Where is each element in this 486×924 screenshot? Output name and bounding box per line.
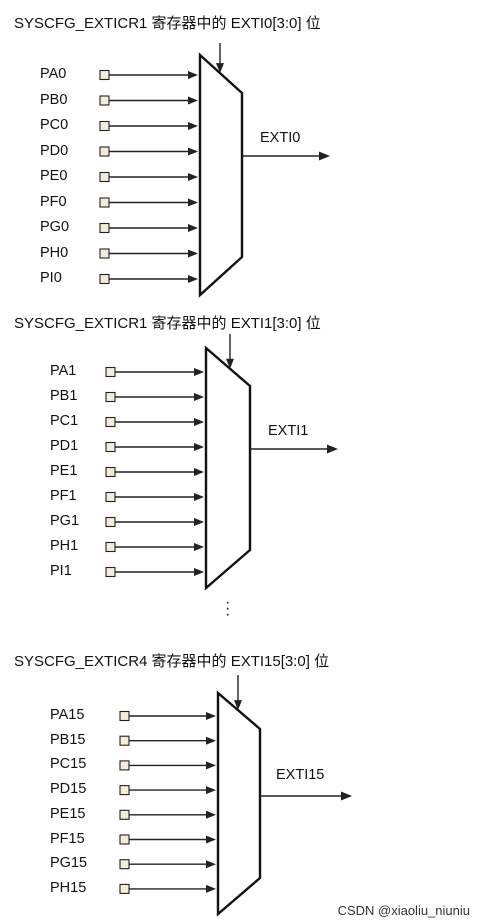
pin-square <box>99 171 110 183</box>
input-pin-label: PG15 <box>50 855 88 872</box>
pin-square <box>119 834 130 845</box>
input-arrowhead <box>194 468 204 476</box>
input-pin-label: PF15 <box>50 830 85 847</box>
pin-square <box>105 516 116 528</box>
pin-square <box>99 69 110 81</box>
input-pin-label: PA0 <box>40 66 67 82</box>
pin-square <box>119 735 130 746</box>
input-pin-label: PE0 <box>40 168 68 184</box>
block-2-output-label: EXTI1 <box>268 423 309 439</box>
input-arrowhead <box>206 786 216 795</box>
pin-square <box>105 566 116 578</box>
input-arrowhead <box>188 173 198 181</box>
input-arrowhead <box>194 368 204 376</box>
block-1-title: SYSCFG_EXTICR1 寄存器中的 EXTI0[3:0] 位 <box>14 15 321 32</box>
input-arrowhead <box>194 543 204 551</box>
input-arrowhead <box>206 712 216 720</box>
input-arrowhead <box>194 568 204 576</box>
output-arrowhead <box>327 444 338 454</box>
input-pin-label: PB0 <box>40 91 68 108</box>
input-arrowhead <box>188 96 198 105</box>
pin-square <box>105 416 116 428</box>
pin-square <box>99 95 110 106</box>
input-arrowhead <box>194 393 204 401</box>
pin-square <box>99 222 110 234</box>
select-arrowhead <box>226 358 234 369</box>
input-arrowhead <box>206 860 216 869</box>
pin-square <box>119 809 130 820</box>
pin-square <box>99 197 110 208</box>
pin-square <box>99 273 110 285</box>
input-arrowhead <box>188 198 198 207</box>
input-arrowhead <box>194 518 204 526</box>
input-pin-label: PB1 <box>50 388 78 404</box>
block-3-title: SYSCFG_EXTICR4 寄存器中的 EXTI15[3:0] 位 <box>14 653 330 670</box>
vertical-ellipsis: ··· <box>225 594 231 623</box>
input-pin-label: PH0 <box>40 244 69 261</box>
multiplexer <box>198 52 244 298</box>
input-arrowhead <box>188 122 198 130</box>
input-arrowhead <box>188 71 198 79</box>
input-pin-label: PF0 <box>40 193 67 210</box>
pin-square <box>99 146 110 157</box>
pin-square <box>119 859 130 870</box>
input-pin-label: PA15 <box>50 707 85 723</box>
select-arrowhead <box>234 700 242 711</box>
pin-square <box>119 760 130 771</box>
input-arrowhead <box>206 884 216 893</box>
pin-square <box>105 466 116 478</box>
pin-square <box>105 366 116 378</box>
pin-square <box>119 785 130 796</box>
select-arrowhead <box>216 63 224 74</box>
pin-square <box>105 441 116 453</box>
multiplexer <box>216 690 262 917</box>
input-arrowhead <box>194 418 204 426</box>
input-arrowhead <box>194 443 204 451</box>
pin-square <box>105 491 116 503</box>
output-arrowhead <box>341 791 352 801</box>
input-pin-label: PD0 <box>40 142 69 159</box>
input-pin-label: PA1 <box>50 363 77 379</box>
input-arrowhead <box>206 810 216 819</box>
input-pin-label: PG1 <box>50 513 80 529</box>
multiplexer <box>204 345 252 591</box>
input-pin-label: PF1 <box>50 488 77 504</box>
input-pin-label: PI1 <box>50 563 72 579</box>
input-arrowhead <box>206 835 216 844</box>
pin-square <box>99 248 110 259</box>
input-pin-label: PE15 <box>50 805 86 822</box>
input-pin-label: PC0 <box>40 117 69 133</box>
input-pin-label: PH15 <box>50 879 87 896</box>
pin-square <box>119 710 130 722</box>
input-pin-label: PE1 <box>50 463 78 479</box>
input-pin-label: PB15 <box>50 731 86 748</box>
pin-square <box>105 391 116 403</box>
pin-square <box>119 883 130 894</box>
input-pin-label: PC15 <box>50 756 87 773</box>
input-pin-label: PC1 <box>50 413 79 429</box>
input-arrowhead <box>206 736 216 745</box>
pin-square <box>105 541 116 553</box>
input-pin-label: PI0 <box>40 270 62 286</box>
input-pin-label: PG0 <box>40 219 70 235</box>
block-1-output-label: EXTI0 <box>260 130 301 146</box>
block-3-output-label: EXTI15 <box>276 767 325 783</box>
input-arrowhead <box>188 249 198 258</box>
input-arrowhead <box>188 147 198 156</box>
input-arrowhead <box>194 493 204 501</box>
input-pin-label: PH1 <box>50 538 79 554</box>
input-arrowhead <box>206 761 216 770</box>
pin-square <box>99 120 110 132</box>
input-pin-label: PD1 <box>50 438 79 454</box>
input-pin-label: PD15 <box>50 781 87 798</box>
block-2-title: SYSCFG_EXTICR1 寄存器中的 EXTI1[3:0] 位 <box>14 315 321 332</box>
input-arrowhead <box>188 224 198 232</box>
output-arrowhead <box>319 151 330 161</box>
input-arrowhead <box>188 275 198 283</box>
watermark: CSDN @xiaoliu_niuniu <box>337 903 470 918</box>
